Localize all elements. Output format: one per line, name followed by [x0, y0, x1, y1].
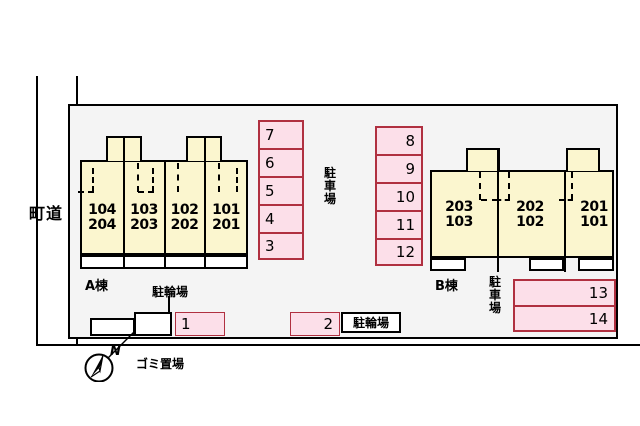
building-b-partition-2 — [564, 170, 566, 272]
bicycle-parking-label-a: 駐輪場 — [152, 285, 189, 299]
parking-stall-14[interactable]: 14 — [514, 306, 615, 331]
building-b-balcony-3 — [578, 258, 614, 271]
unit-label: 102 202 — [165, 203, 204, 233]
parking-group-right — [513, 279, 616, 332]
unit-upper: 202 — [516, 199, 544, 215]
compass-north-label: N — [110, 344, 121, 359]
building-b-stair-2 — [508, 172, 510, 200]
building-a-balcony-1 — [80, 255, 125, 269]
building-a-name: A棟 — [85, 279, 109, 294]
building-a-balcony-4 — [204, 255, 248, 269]
road-edge-bottom — [36, 344, 640, 346]
building-a-balcony-3 — [164, 255, 206, 269]
parking-stall-5[interactable]: 5 — [259, 177, 303, 205]
building-a-partition-1 — [123, 138, 125, 269]
building-b-roof-seam-2 — [568, 169, 598, 171]
parking-label-right: 駐 車 場 — [487, 276, 503, 315]
building-b-balcony-1 — [430, 258, 466, 271]
unit-lower: 204 — [88, 217, 116, 233]
parking-stall-7[interactable]: 7 — [259, 121, 303, 149]
building-b-stair-2b — [496, 199, 510, 201]
parking-group-left — [258, 120, 304, 260]
parking-stall-2[interactable]: 2 — [290, 312, 340, 336]
building-a-partition-3 — [204, 138, 206, 269]
parking-stall-3[interactable]: 3 — [259, 233, 303, 259]
parking-label-char-1: 駐 — [488, 275, 501, 289]
building-b-balcony-2 — [529, 258, 564, 271]
parking-stall-1[interactable]: 1 — [175, 312, 225, 336]
parking-stall-12[interactable]: 12 — [376, 239, 422, 265]
unit-label: 201 101 — [573, 200, 615, 230]
parking-stall-10[interactable]: 10 — [376, 183, 422, 211]
building-b-stair-1 — [479, 172, 481, 200]
unit-label: 104 204 — [83, 203, 121, 233]
unit-upper: 104 — [88, 202, 116, 218]
road-label: 町道 — [28, 204, 63, 223]
parking-label-char-1: 駐 — [323, 166, 336, 180]
building-a-partition-2 — [164, 160, 166, 269]
parking-stall-13[interactable]: 13 — [514, 280, 615, 306]
unit-label: 202 102 — [508, 200, 552, 230]
unit-upper: 101 — [212, 202, 240, 218]
building-b-partition-1 — [497, 150, 499, 272]
building-b-roof-notch-1 — [466, 148, 500, 172]
unit-upper: 201 — [580, 199, 608, 215]
parking-label-center: 駐 車 場 — [322, 167, 338, 206]
unit-upper: 203 — [445, 199, 473, 215]
unit-lower: 202 — [170, 217, 199, 233]
unit-label: 103 203 — [124, 203, 164, 233]
building-b-stair-1b — [481, 199, 498, 201]
parking-label-char-2: 車 — [488, 288, 501, 302]
bicycle-parking-leader-a — [168, 296, 170, 314]
parking-stall-6[interactable]: 6 — [259, 149, 303, 177]
unit-lower: 203 — [130, 217, 158, 233]
building-b-stair-3 — [571, 172, 573, 200]
building-b-stair-3b — [559, 199, 573, 201]
parking-stall-9[interactable]: 9 — [376, 155, 422, 183]
unit-lower: 201 — [212, 217, 240, 233]
unit-label: 101 201 — [205, 203, 247, 233]
building-a-stair-1b — [78, 191, 94, 193]
building-b-roof-seam-1 — [468, 169, 498, 171]
road-edge-left-outer — [36, 76, 38, 346]
unit-upper: 102 — [170, 202, 199, 218]
unit-lower: 103 — [445, 214, 473, 230]
parking-stall-8[interactable]: 8 — [376, 127, 422, 155]
building-a-stair-3b — [138, 191, 154, 193]
unit-upper: 103 — [130, 202, 158, 218]
parking-stall-4[interactable]: 4 — [259, 205, 303, 233]
parking-label-char-3: 場 — [323, 192, 336, 206]
parking-label-char-2: 車 — [323, 179, 336, 193]
building-a-stair-6 — [236, 168, 238, 192]
unit-label: 203 103 — [437, 200, 481, 230]
unit-lower: 102 — [516, 214, 544, 230]
parking-label-char-3: 場 — [488, 301, 501, 315]
bicycle-parking-box-a — [134, 312, 172, 336]
building-a-stair-3 — [152, 168, 154, 192]
compass-rose — [84, 353, 114, 382]
building-a-stair-2 — [137, 163, 139, 192]
garbage-leader-line — [103, 331, 135, 363]
building-b-roof-notch-2 — [566, 148, 600, 172]
garbage-area-label: ゴミ置場 — [136, 357, 185, 371]
building-b-body — [430, 170, 614, 258]
building-a-stair-5 — [177, 163, 179, 192]
building-b-name: B棟 — [435, 279, 458, 294]
building-a-stair-1 — [92, 168, 94, 192]
building-a-stair-4 — [218, 163, 220, 192]
unit-lower: 101 — [580, 214, 608, 230]
building-a-balcony-2 — [123, 255, 166, 269]
parking-group-mid — [375, 126, 423, 266]
parking-stall-11[interactable]: 11 — [376, 211, 422, 239]
bicycle-parking-label-b: 駐輪場 — [341, 312, 401, 333]
